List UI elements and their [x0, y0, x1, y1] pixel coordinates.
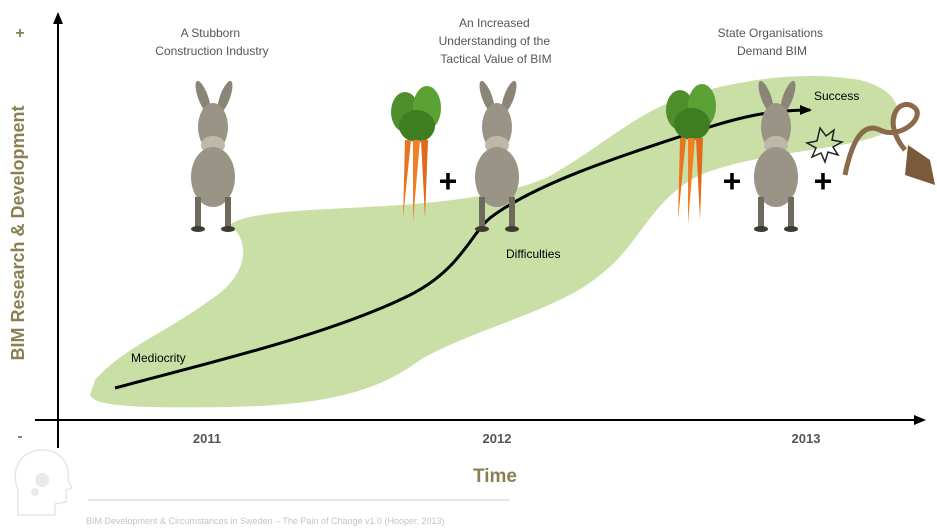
donkey-icon [191, 80, 235, 232]
plus-operator: + [439, 163, 458, 199]
head-gears-logo-icon [14, 449, 74, 516]
stage1-title: A Stubborn Construction Industry [155, 26, 268, 58]
x-axis-label: Time [473, 466, 517, 487]
label-difficulties: Difficulties [506, 247, 560, 261]
progress-curve [114, 105, 812, 390]
year-2013: 2013 [792, 431, 821, 446]
stage2-title: An Increased Understanding of the Tactic… [439, 16, 554, 66]
y-plus-marker: + [15, 25, 24, 42]
year-2012: 2012 [483, 431, 512, 446]
carrot-icon [666, 84, 716, 224]
label-success: Success [814, 89, 859, 103]
stage3-title: State Organisations Demand BIM [718, 26, 827, 58]
donkey-icon [754, 80, 798, 232]
y-minus-marker: - [17, 428, 22, 445]
y-axis-label: BIM Research & Development [8, 105, 28, 360]
footer-citation: BIM Development & Circumstances in Swede… [86, 516, 445, 526]
whip-icon [804, 102, 935, 185]
progress-blob [90, 75, 898, 408]
plus-operator: + [723, 163, 742, 199]
donkey-icon [475, 80, 519, 232]
carrot-icon [391, 86, 441, 222]
label-mediocrity: Mediocrity [131, 351, 186, 365]
plus-operator: + [814, 163, 833, 199]
year-2011: 2011 [193, 431, 221, 446]
